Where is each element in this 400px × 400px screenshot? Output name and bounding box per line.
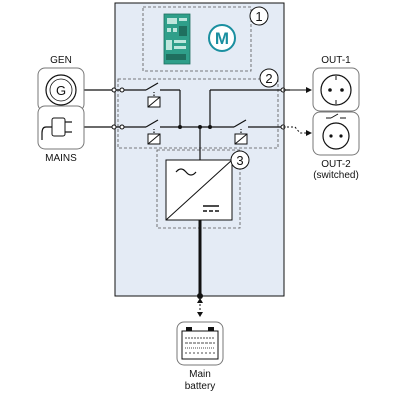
inverter-charger-icon — [165, 159, 233, 221]
generator-symbol: G — [56, 83, 66, 98]
out2-sublabel: (switched) — [313, 170, 359, 181]
callout-2 — [259, 68, 279, 88]
battery-label-line1: Main — [189, 369, 211, 380]
circuit-board-icon — [163, 13, 191, 65]
switch-wiring — [84, 82, 290, 133]
control-unit: M 1 — [142, 6, 269, 72]
logo-icon: M — [208, 24, 236, 52]
callout-1-text: 1 — [255, 9, 262, 24]
callout-3-text: 3 — [236, 153, 243, 168]
socket-icon — [283, 67, 360, 112]
relay-coil — [147, 96, 161, 108]
transfer-switch: 2 — [84, 68, 290, 149]
mains-plug-icon — [37, 105, 85, 150]
gen-label: GEN — [50, 55, 72, 66]
callout-3 — [230, 150, 250, 170]
junction-dots — [178, 125, 212, 129]
battery-label-line2: battery — [184, 381, 216, 392]
callout-2-text: 2 — [265, 71, 272, 86]
logo-letter: M — [215, 29, 229, 48]
battery-link — [197, 220, 203, 317]
mains-label: MAINS — [45, 153, 77, 164]
generator-icon: G — [37, 67, 85, 112]
battery-icon — [176, 321, 224, 366]
out1-label: OUT-1 — [321, 55, 351, 66]
out2-label: OUT-2 — [321, 159, 351, 170]
terminals — [111, 87, 286, 130]
switched-socket-icon — [283, 111, 360, 156]
callout-1 — [249, 6, 269, 26]
relay-coil — [234, 133, 248, 145]
relay-coil — [147, 133, 161, 145]
